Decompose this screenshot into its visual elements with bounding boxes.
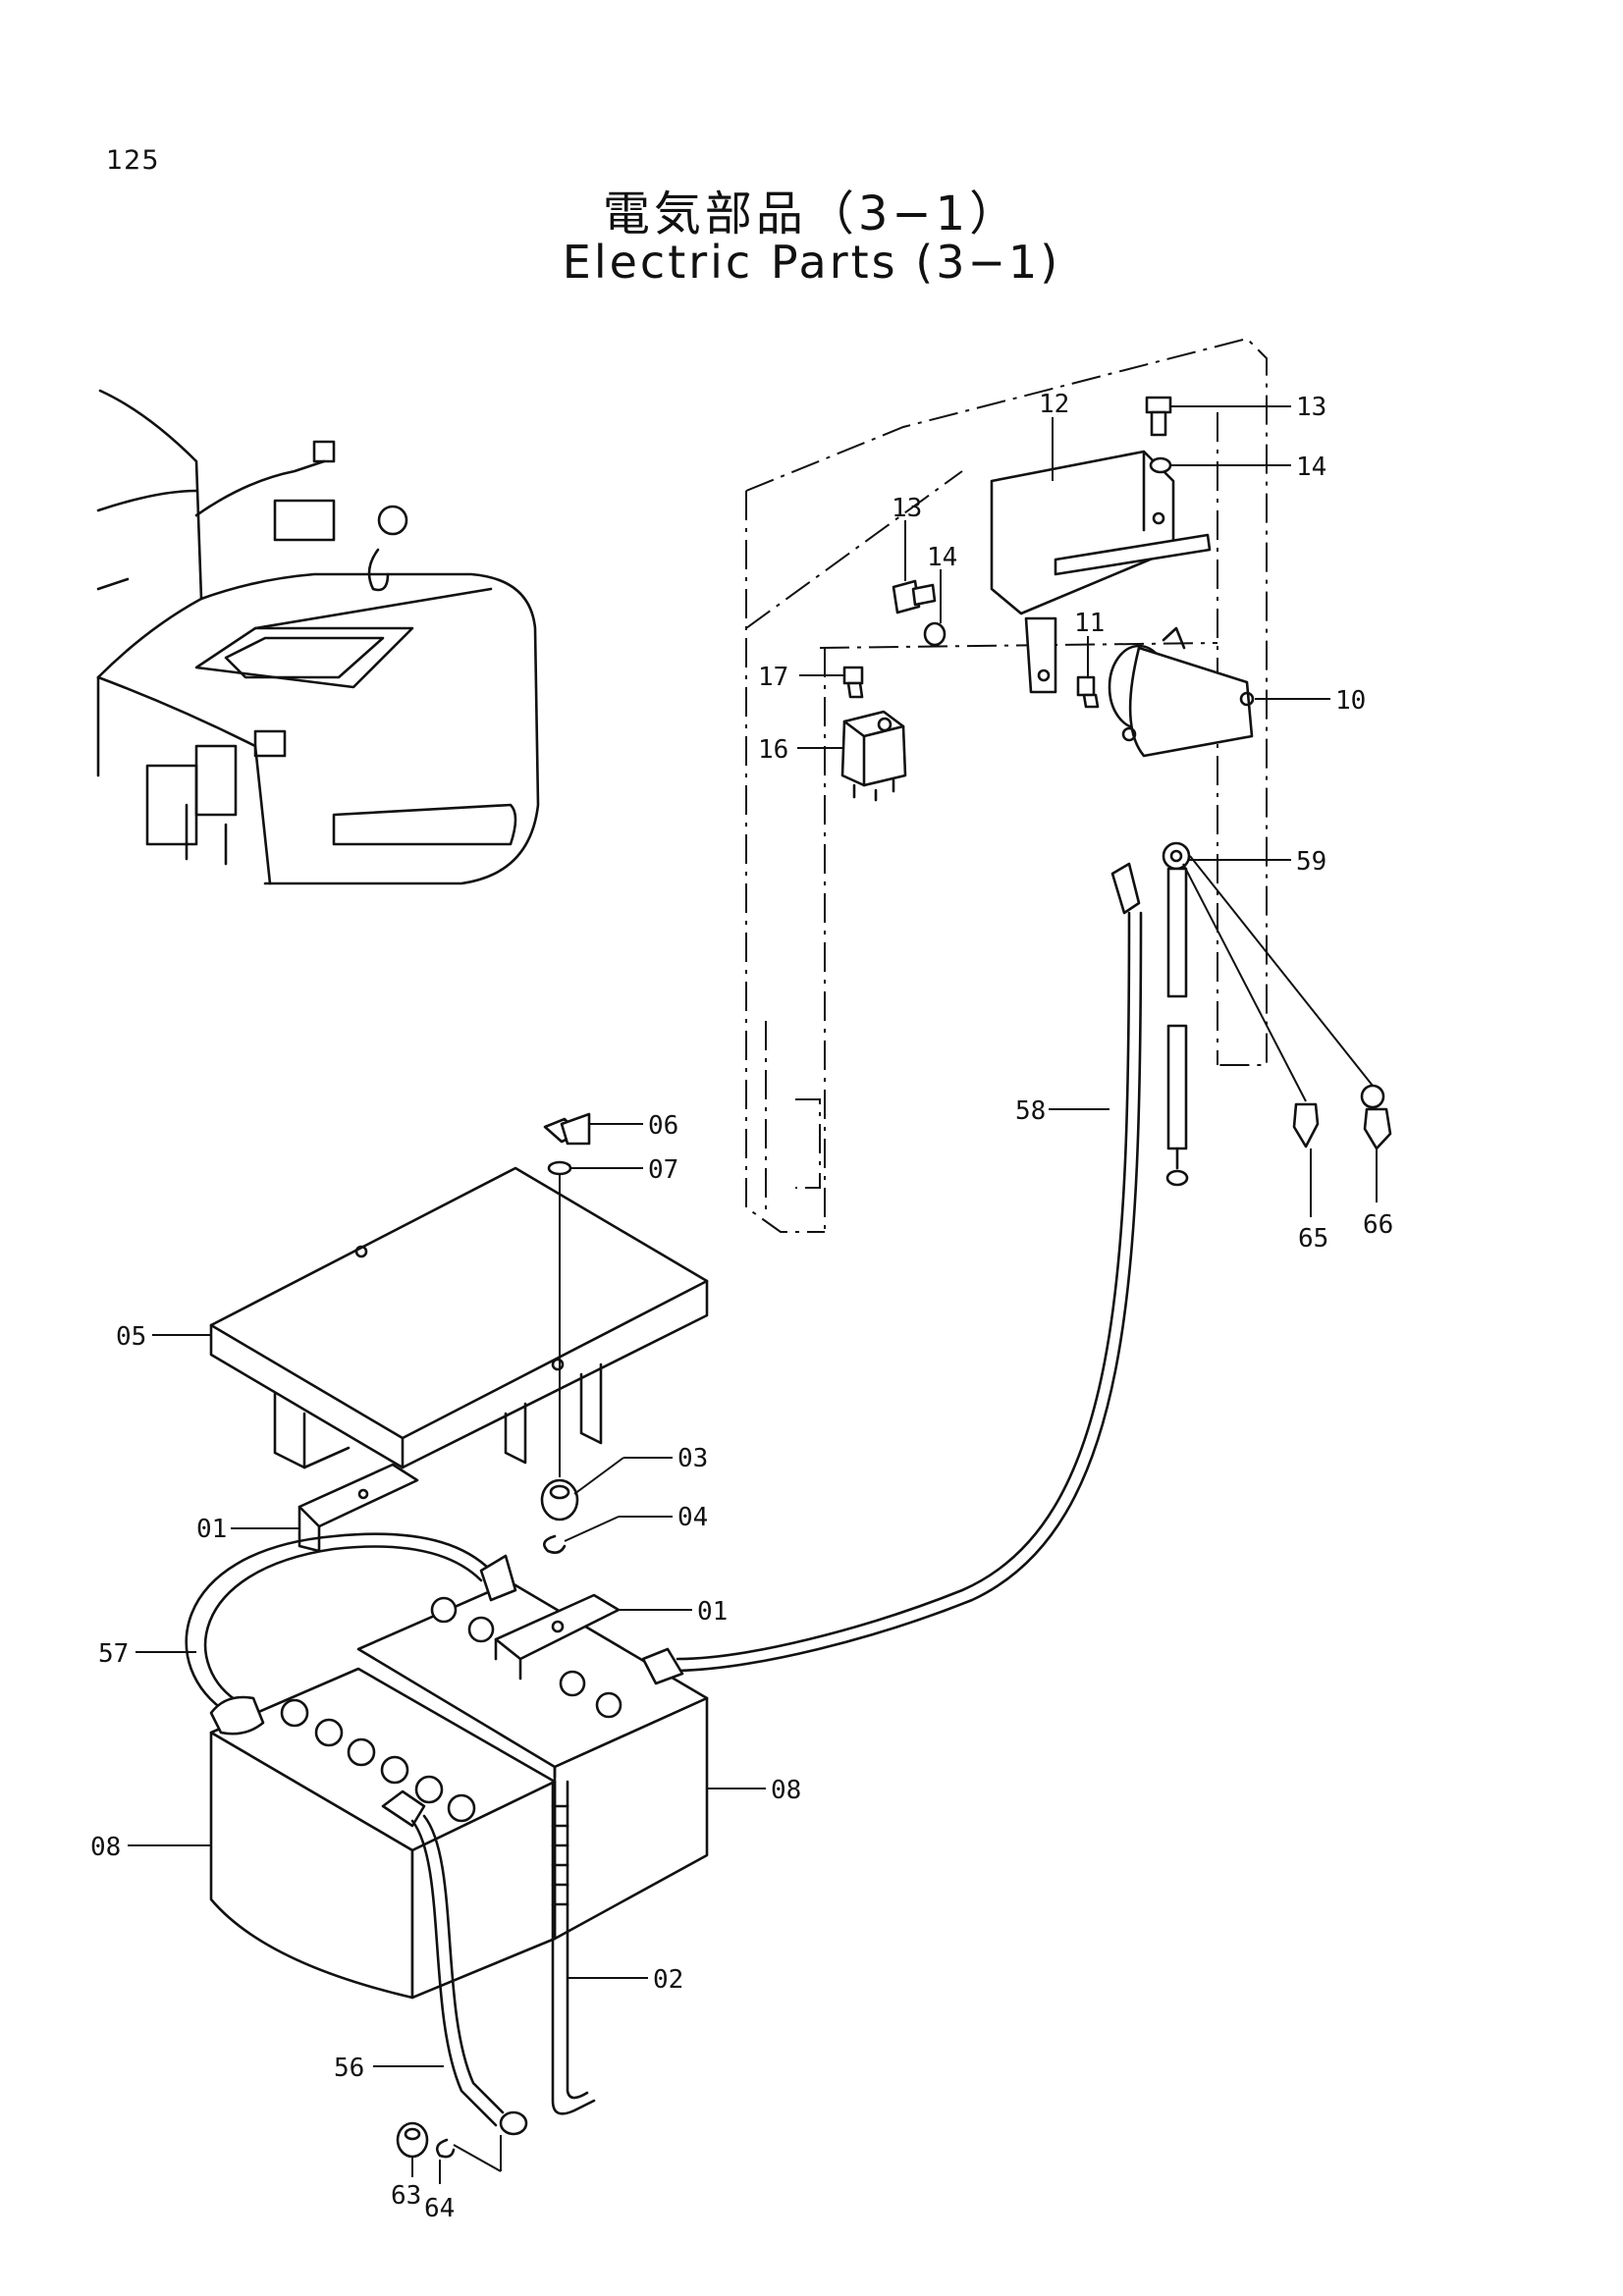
callout-14-upper: 14: [1296, 453, 1326, 482]
wing-nut-06: [543, 1112, 591, 1146]
relay-16: [840, 710, 907, 802]
callout-11: 11: [1074, 609, 1105, 638]
callout-08-right: 08: [771, 1776, 801, 1805]
callout-08-left: 08: [90, 1833, 121, 1862]
callout-07: 07: [648, 1155, 678, 1185]
callout-59: 59: [1296, 847, 1326, 877]
washer-14-left: [923, 621, 947, 647]
battery-cover-05: [209, 1166, 709, 1469]
cable-58: [676, 862, 1143, 1673]
washer-14-upper: [1149, 456, 1172, 474]
terminal-65: [1292, 1102, 1320, 1148]
title-english: Electric Parts (3−1): [562, 236, 1061, 289]
callout-labels: 13 14 12 13 14 17 11 10 16 59 58 65 66 0…: [90, 390, 1393, 2223]
callout-04: 04: [677, 1503, 708, 1532]
cable-58-clamp: [641, 1647, 684, 1685]
washer-04: [543, 1534, 567, 1554]
page-number: 125: [106, 145, 160, 176]
callout-13-left: 13: [892, 494, 922, 523]
switch-10: [1108, 626, 1255, 758]
callout-01-right: 01: [697, 1597, 728, 1627]
bolt-13-left: [892, 579, 937, 614]
callout-03: 03: [677, 1444, 708, 1473]
callout-17: 17: [758, 663, 788, 692]
callout-13-upper: 13: [1296, 393, 1326, 422]
battery-08-left: [209, 1667, 557, 2000]
controller-box-12: [990, 450, 1212, 694]
callout-66: 66: [1363, 1210, 1393, 1240]
callout-63: 63: [391, 2181, 421, 2211]
callout-05: 05: [116, 1322, 146, 1352]
callout-58: 58: [1015, 1096, 1046, 1126]
nut-03: [540, 1478, 579, 1522]
callout-16: 16: [758, 735, 788, 765]
callout-56: 56: [334, 2054, 364, 2083]
callout-12: 12: [1039, 390, 1069, 419]
rod-02: [551, 1780, 596, 2115]
nut-63: [396, 2121, 429, 2159]
title-japanese: 電気部品（3−1）: [602, 187, 1021, 241]
screw-17: [842, 666, 864, 699]
cable-56: [381, 1789, 528, 2136]
callout-06: 06: [648, 1111, 678, 1141]
callout-10: 10: [1335, 686, 1366, 716]
leader-lines: [128, 405, 1378, 2184]
cable-59: [1162, 841, 1191, 1187]
callout-65: 65: [1298, 1224, 1328, 1254]
battery-08-right: [356, 1580, 709, 1941]
callout-57: 57: [98, 1639, 129, 1669]
washer-07: [547, 1160, 572, 1176]
callout-14-left: 14: [927, 543, 957, 572]
callout-64: 64: [424, 2194, 455, 2223]
callout-02: 02: [653, 1965, 683, 1995]
bolt-13-upper: [1145, 396, 1172, 437]
mounting-panel: [745, 337, 1268, 1233]
washer-64: [435, 2138, 456, 2159]
callout-01-left: 01: [196, 1515, 227, 1544]
cable-57: [185, 1532, 517, 1735]
terminal-66: [1360, 1084, 1392, 1150]
machine-body-sketch: [96, 389, 540, 885]
screw-11: [1076, 675, 1100, 709]
